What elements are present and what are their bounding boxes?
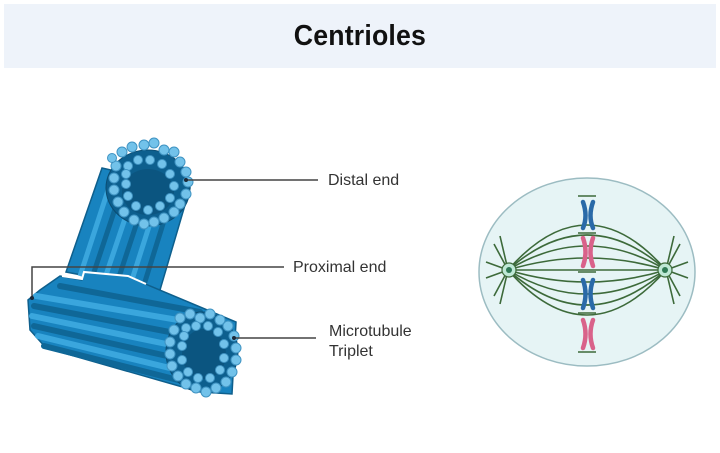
distal-end-label: Distal end <box>328 172 400 189</box>
chromosome-pink-1 <box>580 235 596 269</box>
proximal-end-label: Proximal end <box>293 259 387 276</box>
microtubule-triplet-label-line1: Microtubule <box>329 323 412 340</box>
proximal-centriole-cylinder <box>27 270 242 398</box>
page-title: Centrioles <box>293 19 427 52</box>
centrosome-right <box>657 262 673 278</box>
chromosome-pink-2 <box>580 317 596 351</box>
centrosome-left <box>501 262 517 278</box>
leader-lines <box>30 178 318 340</box>
title-bar: Centrioles <box>4 4 716 68</box>
microtubule-triplet-label-line2: Triplet <box>329 343 373 360</box>
chromosome-blue-2 <box>580 277 596 311</box>
proximal-end-leader-line <box>31 266 284 298</box>
dividing-cell-diagram <box>478 177 696 367</box>
chromosome-blue-1 <box>580 199 596 231</box>
